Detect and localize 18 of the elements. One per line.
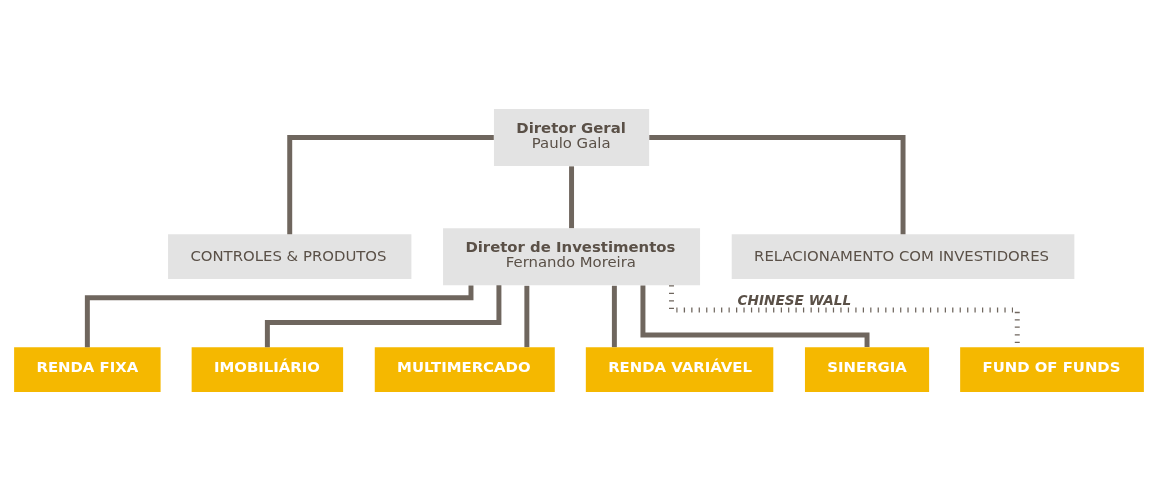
node-box: IMOBILIÁRIO	[191, 346, 344, 392]
node-box: Diretor Geral Paulo Gala	[493, 108, 650, 166]
node-box: CONTROLES & PRODUTOS	[168, 233, 412, 279]
connector	[287, 134, 494, 234]
edge-label: CHINESE WALL	[737, 291, 852, 308]
node-box: Diretor de Investimentos Fernando Moreira	[443, 227, 701, 285]
connector	[569, 165, 575, 228]
connector	[649, 134, 906, 234]
node-box: FUND OF FUNDS	[960, 346, 1144, 392]
connector	[84, 285, 474, 347]
node-box: MULTIMERCADO	[374, 346, 555, 392]
node-box: RELACIONAMENTO COM INVESTIDORES	[731, 233, 1075, 279]
connector	[611, 285, 617, 347]
connector	[524, 285, 530, 347]
node-box: SINERGIA	[804, 346, 930, 392]
node-box: RENDA FIXA	[14, 346, 161, 392]
connector	[640, 284, 870, 347]
node-box: RENDA VARIÁVEL	[585, 346, 774, 392]
